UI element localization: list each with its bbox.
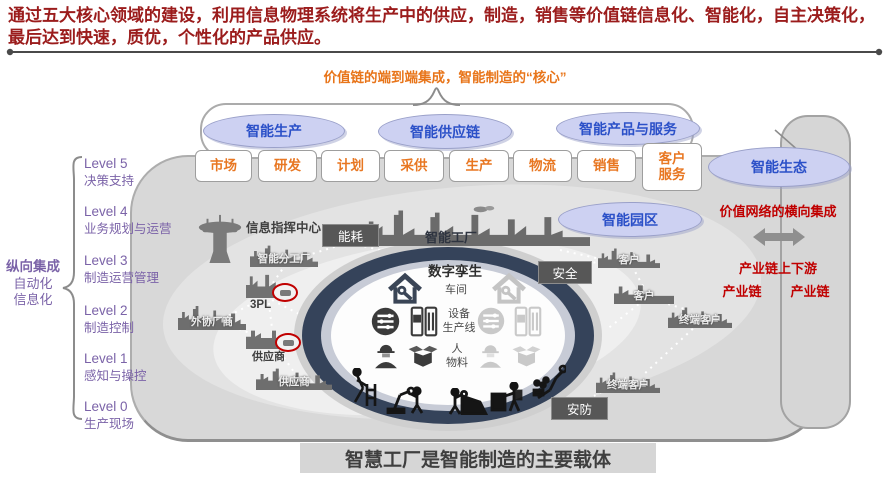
chain-box-planning: 计划 (321, 150, 380, 182)
smart-park-ellipse: 智能园区 (558, 202, 702, 237)
end-customer-b-factory: 终端客户 (596, 370, 660, 393)
materials-box-icon-dark (407, 342, 439, 374)
small-robot-silhouette (530, 364, 568, 405)
equipment-dial-icon-dark (371, 307, 400, 341)
chain-box-rnd: 研发 (258, 150, 317, 182)
worker-icon-light (477, 341, 504, 374)
pillar-smart-products-services: 智能产品与服务 (556, 112, 700, 145)
pillar-smart-supply-chain: 智能供应链 (378, 114, 512, 149)
chain-box-market: 市场 (195, 150, 252, 182)
caption-banner: 智慧工厂是智能制造的主要载体 (300, 443, 656, 473)
materials-box-icon-light (511, 342, 542, 374)
customer-a-factory: 客户 (598, 246, 660, 268)
workshop-house-icon-light (492, 272, 526, 309)
digital-twin-title: 数字孪生 (428, 264, 482, 279)
customer-b-factory: 客户 (614, 283, 674, 304)
customer-b-label: 客户 (633, 290, 655, 302)
command-tower-icon (196, 213, 244, 263)
vertical-automation: 自动化 (13, 275, 53, 291)
vertical-integration-title: 纵向集成 (6, 259, 60, 274)
intro-text: 通过五大核心领域的建设，利用信息物理系统将生产中的供应，制造，销售等价值链信息化… (8, 6, 875, 47)
robot-arm-worker-silhouette (386, 385, 428, 419)
supplier-b-label: 供应商 (278, 376, 310, 388)
industry-chain-updown: 产业链上下游 (738, 261, 817, 276)
tpl-badge-icon (272, 283, 298, 302)
workshop-label: 车间 (445, 284, 467, 296)
customer-a-label: 客户 (618, 254, 640, 266)
worker-icon-dark (372, 341, 400, 374)
callout-text: 价值链的端到端集成，智能制造的“核心” (323, 70, 567, 85)
supplier-b-factory: 供应商 (256, 366, 332, 390)
branch-factory: 智能分工厂 (250, 243, 318, 267)
vertical-informatization: 信息化 (13, 292, 53, 308)
outsourcing-label: 外协厂商 (191, 316, 233, 328)
industry-chain-left: 产业链 (722, 284, 762, 299)
end-customer-a-factory: 终端客户 (668, 305, 732, 328)
smart-factory-skyline (362, 206, 590, 246)
chain-box-customer-service: 客户 服务 (642, 143, 702, 191)
branch-factory-label: 智能分工厂 (257, 253, 311, 265)
divider-line (6, 48, 883, 56)
end-customer-b-label: 终端客户 (607, 379, 649, 391)
surveillance-label: 安防 (551, 397, 608, 420)
equipment-dial-icon-light (477, 307, 505, 340)
workshop-house-icon-dark (388, 272, 422, 309)
people-materials-label: 人 物料 (446, 343, 468, 369)
security-label: 安全 (538, 261, 592, 284)
end-customer-a-label: 终端客户 (679, 314, 721, 326)
pillar-smart-production: 智能生产 (203, 114, 345, 148)
levels-brace (62, 156, 83, 420)
chain-box-logistics: 物流 (513, 150, 572, 182)
worker-ladder-silhouette (345, 367, 377, 413)
chain-box-procurement: 采供 (384, 150, 444, 182)
production-line-icon-light (514, 306, 542, 342)
supplier-a-badge-icon (275, 333, 301, 352)
chain-box-sales: 销售 (577, 150, 636, 182)
equipment-label: 设备 生产线 (442, 308, 476, 334)
pillar-smart-ecosystem: 智能生态 (708, 147, 850, 187)
chain-box-production: 生产 (449, 150, 509, 182)
vertical-integration-label: 纵向集成 自动化 信息化 (2, 259, 64, 308)
worker-cart-silhouette (490, 381, 524, 418)
horizontal-integration-title: 价值网络的横向集成 (719, 204, 837, 219)
energy-label: 能耗 (322, 224, 379, 247)
worker-machine-silhouette (446, 387, 489, 420)
command-center-label: 信息指挥中心 (246, 221, 322, 235)
production-line-icon-dark (410, 306, 438, 342)
industry-chain-right: 产业链 (790, 284, 830, 299)
smart-factory-label: 智能工厂 (425, 230, 478, 245)
